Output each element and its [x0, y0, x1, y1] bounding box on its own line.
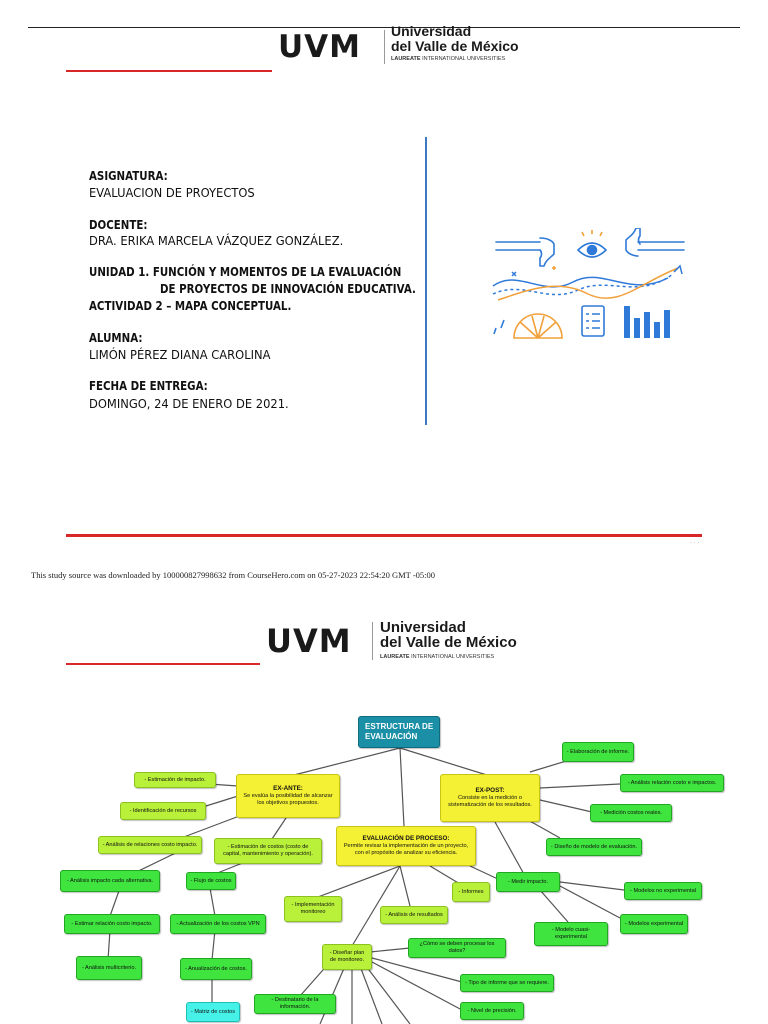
- top-border-line: [28, 27, 740, 28]
- asignatura-value: EVALUACION DE PROYECTOS: [89, 185, 255, 200]
- exante-item: - Estimación de costos (costo de capital…: [214, 838, 322, 864]
- exante-item: - Identificación de recursos: [120, 802, 206, 820]
- unidad-line2: DE PROYECTOS DE INNOVACIÓN EDUCATIVA.: [160, 281, 416, 296]
- fecha-label: FECHA DE ENTREGA:: [89, 378, 208, 393]
- monitoreo-item: ¿Cómo se deben procesar los datos?: [408, 938, 506, 958]
- logo-name-line1: Universidad: [380, 619, 466, 636]
- impacto-chain-item: - Análisis multicriterio.: [76, 956, 142, 980]
- docente-value: DRA. ERIKA MARCELA VÁZQUEZ GONZÁLEZ.: [89, 233, 344, 248]
- checklist-icon: [581, 305, 605, 337]
- vertical-divider: [425, 137, 427, 425]
- bar-chart-icon: [493, 306, 670, 338]
- impacto-model-item: - Modelos experimental: [620, 914, 688, 934]
- proceso-item: - Análisis de resultados: [380, 906, 448, 924]
- proceso-item: - Informes: [452, 882, 490, 902]
- root-node: ESTRUCTURA DE EVALUACIÓN: [358, 716, 440, 748]
- fecha-value: DOMINGO, 24 DE ENERO DE 2021.: [89, 396, 289, 411]
- logo-name-line1: Universidad: [391, 23, 472, 39]
- alumna-label: ALUMNA:: [89, 330, 143, 345]
- unidad-line1: UNIDAD 1. FUNCIÓN Y MOMENTOS DE LA EVALU…: [89, 264, 402, 279]
- expost-node: EX-POST:Consiste en la medición o sistem…: [440, 774, 540, 822]
- costos-chain-item: - Flujo de costos: [186, 872, 236, 890]
- exante-node: EX-ANTE:Se evalúa la posibilidad de alca…: [236, 774, 340, 818]
- alumna-value: LIMÓN PÉREZ DIANA CAROLINA: [89, 347, 271, 362]
- pie-gauge-icon: [513, 313, 563, 339]
- costos-chain-item: - Actualización de los costos VPN: [170, 914, 266, 934]
- logo-name-line2: del Valle de México: [380, 634, 517, 651]
- proceso-node: EVALUACIÓN DE PROCESO:Permite revisar la…: [336, 826, 476, 866]
- logo-subtitle: LAUREATE INTERNATIONAL UNIVERSITIES: [391, 56, 506, 62]
- monitoreo-item: - Nivel de precisión.: [460, 1002, 524, 1020]
- costos-chain-item: - Matriz de costos: [186, 1002, 240, 1022]
- exante-item: - Estimación de impacto.: [134, 772, 216, 788]
- monitoreo-item: - Tipo de informe que se requiere.: [460, 974, 554, 992]
- expost-item: - Medición costos reales.: [590, 804, 672, 822]
- impacto-model-item: - Modelos no experimental: [624, 882, 702, 900]
- exante-item: - Análisis de relaciones costo impacto.: [98, 836, 202, 854]
- logo-name-line2: del Valle de México: [391, 38, 519, 54]
- thumbs-down-icon: [495, 237, 555, 267]
- page-mark: · · ·: [690, 540, 700, 546]
- impacto-chain-item: - Estimar relación costo impacto.: [64, 914, 160, 934]
- logo-separator: [372, 622, 373, 660]
- actividad-line: ACTIVIDAD 2 – MAPA CONCEPTUAL.: [89, 298, 292, 313]
- wave-lines: [492, 264, 683, 301]
- impacto-chain-item: - Análisis impacto cada alternativa.: [60, 870, 160, 892]
- download-source-text: This study source was downloaded by 1000…: [31, 570, 436, 580]
- logo-brand: UVM: [278, 29, 362, 65]
- logo-brand: UVM: [266, 622, 352, 660]
- evaluation-illustration: [492, 228, 685, 339]
- impacto-model-item: - Modelo cuasi-experimental: [534, 922, 608, 946]
- logo-separator: [384, 30, 385, 64]
- red-accent-line-page1: [66, 70, 272, 72]
- red-accent-line-page2: [66, 663, 260, 665]
- costos-chain-item: - Anualización de costos.: [180, 958, 252, 980]
- thumbs-up-icon: [625, 228, 685, 257]
- docente-label: DOCENTE:: [89, 217, 148, 232]
- expost-item: - Análisis relación costo e impactos.: [620, 774, 724, 792]
- asignatura-label: ASIGNATURA:: [89, 168, 168, 183]
- monitoreo-item: - Destinatario de la información.: [254, 994, 336, 1014]
- red-bottom-line-page1: [66, 534, 702, 537]
- proceso-item: - Diseñar plan de monitoreo.: [322, 944, 372, 970]
- logo-subtitle: LAUREATE INTERNATIONAL UNIVERSITIES: [380, 654, 495, 660]
- expost-item: - Elaboración de informe.: [562, 742, 634, 762]
- proceso-item: - Implementación monitoreo: [284, 896, 342, 922]
- expost-item: - Diseño de modelo de evaluación.: [546, 838, 642, 856]
- eye-icon: [576, 230, 608, 258]
- expost-item: - Medir impacto.: [496, 872, 560, 892]
